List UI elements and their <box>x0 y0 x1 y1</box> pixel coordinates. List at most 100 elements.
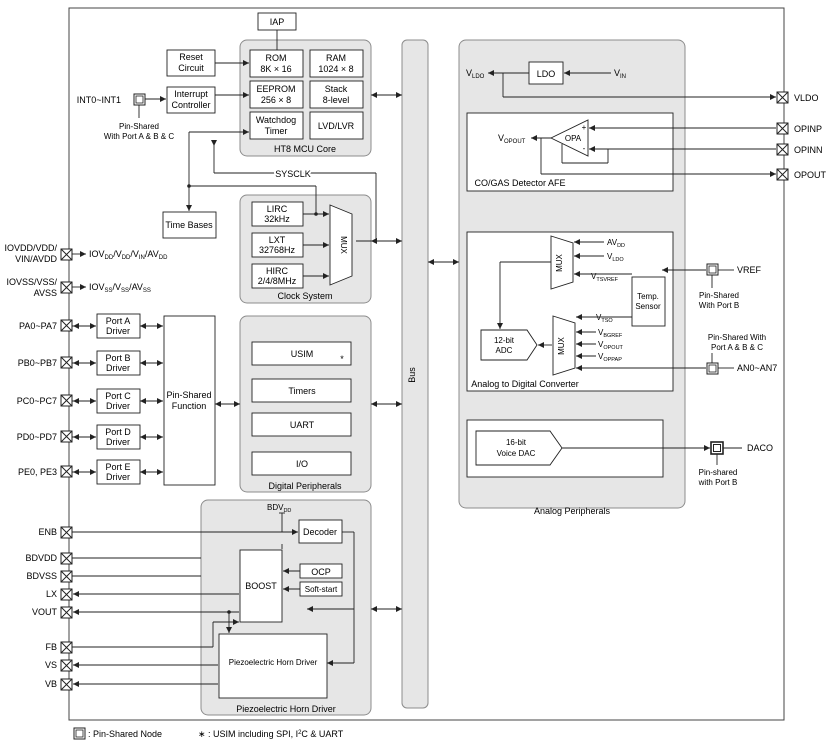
bus-label: Bus <box>407 367 417 383</box>
vin-label: VIN <box>614 68 626 80</box>
bdvdd-pin <box>60 552 73 565</box>
uart-box <box>251 412 352 437</box>
boost-label: BOOST <box>245 581 277 591</box>
bus-connections <box>371 92 459 612</box>
clock-mux <box>329 204 353 286</box>
port-d-driver-label-2: Driver <box>106 437 130 447</box>
vdd-pin-label: IOVDD/VDD/ <box>4 243 57 253</box>
vb-pin <box>60 678 73 691</box>
port-e-driver-label-2: Driver <box>106 472 130 482</box>
temp-sensor-label: Temp. <box>637 292 659 301</box>
int-shared-label-2: With Port A & B & C <box>104 132 174 141</box>
adc-section-title: Analog to Digital Converter <box>471 379 579 389</box>
port-b-driver-label: Port B <box>105 353 130 363</box>
port-d-row: PD0~PD7 Port D Driver <box>17 424 163 450</box>
daco-pin-label: DACO <box>747 443 773 453</box>
piezo-pins: ENB BDVDD BDVSS LX VOUT FB VS VB <box>25 526 73 691</box>
temp-sensor-box <box>631 276 666 327</box>
vldo-label: VLDO <box>466 68 485 80</box>
port-a-driver-label-2: Driver <box>106 326 130 336</box>
interrupt-box <box>166 86 216 114</box>
vldo2-label: VLDO <box>607 252 624 263</box>
opinn-pin-label: OPINN <box>794 145 823 155</box>
port-e-pin <box>60 465 73 478</box>
io-box <box>251 451 352 476</box>
port-a-pin-label: PA0~PA7 <box>19 321 57 331</box>
vbgref-label: VBGREF <box>598 328 623 339</box>
uart-label: UART <box>290 420 315 430</box>
vout-pin-label: VOUT <box>32 607 58 617</box>
vdd-pin-label-2: VIN/AVDD <box>15 254 57 264</box>
sysclk-label: SYSCLK <box>275 169 311 179</box>
opa-minus: - <box>583 144 586 153</box>
ram-label: RAM <box>326 53 346 63</box>
opinn-pin <box>776 143 789 156</box>
int-pin-node <box>133 93 146 106</box>
lirc-freq: 32kHz <box>264 214 290 224</box>
voppap-label: VOPPAP <box>598 352 622 363</box>
hirc-label: HIRC <box>266 266 288 276</box>
rom-label: ROM <box>266 53 287 63</box>
port-b-driver <box>96 350 141 376</box>
adc-label-2: ADC <box>496 346 513 355</box>
vref-shared-label: Pin-Shared <box>699 291 739 300</box>
port-e-driver <box>96 459 141 485</box>
lx-pin-label: LX <box>46 589 57 599</box>
lxt-box <box>251 232 304 258</box>
decoder-label: Decoder <box>303 527 337 537</box>
daco-shared-label-2: with Port B <box>698 478 738 487</box>
digital-peripherals-title: Digital Peripherals <box>268 481 342 491</box>
lirc-label: LIRC <box>267 204 288 214</box>
port-e-row: PE0, PE3 Port E Driver <box>18 459 163 485</box>
piezo-title: Piezoelectric Horn Driver <box>236 704 336 714</box>
ram-size: 1024 × 8 <box>318 64 353 74</box>
ldo-label: LDO <box>537 69 556 79</box>
an-shared-label: Pin-Shared With <box>708 333 766 342</box>
avdd-label: AVDD <box>607 238 625 249</box>
legend-usim-note: ∗ : USIM including SPI, I2C & UART <box>198 729 344 739</box>
vss-pin-label-2: AVSS <box>34 288 57 298</box>
watchdog-label: Watchdog <box>256 115 296 125</box>
lxt-freq: 32768Hz <box>259 245 296 255</box>
bdvdd-internal-label: BDVDD <box>267 503 291 514</box>
vtso-label: VTSO <box>596 313 613 324</box>
stack-box <box>309 80 364 109</box>
dac-block <box>475 430 563 466</box>
an-pin <box>706 362 719 375</box>
eeprom-box <box>249 80 304 109</box>
usim-label: USIM <box>291 349 314 359</box>
time-bases-box <box>162 211 217 239</box>
reset-box <box>166 49 216 77</box>
port-c-pin <box>60 394 73 407</box>
an-pin-label: AN0~AN7 <box>737 363 777 373</box>
soft-start-label: Soft-start <box>305 585 338 594</box>
usim-box <box>251 341 352 366</box>
port-e-driver-label: Port E <box>105 462 130 472</box>
daco-pin <box>710 441 724 455</box>
port-a-driver <box>96 313 141 339</box>
fb-pin <box>60 641 73 654</box>
pin-shared-function-label-2: Function <box>172 401 207 411</box>
vref-pin-label: VREF <box>737 265 762 275</box>
port-a-row: PA0~PA7 Port A Driver <box>19 313 163 339</box>
watchdog-label-2: Timer <box>265 126 288 136</box>
temp-sensor-label-2: Sensor <box>635 302 661 311</box>
opa-plus: + <box>582 123 587 132</box>
interrupt-label-2: Controller <box>171 100 210 110</box>
io-label: I/O <box>296 459 308 469</box>
vref-pin <box>706 263 719 276</box>
port-b-row: PB0~PB7 Port B Driver <box>18 350 163 376</box>
port-e-pin-label: PE0, PE3 <box>18 467 57 477</box>
dac-label: 16-bit <box>506 438 527 447</box>
eeprom-size: 256 × 8 <box>261 95 291 105</box>
port-c-row: PC0~PC7 Port C Driver <box>17 388 163 414</box>
horn-driver-label: Piezoelectric Horn Driver <box>229 658 318 667</box>
enb-pin-label: ENB <box>38 527 57 537</box>
enb-pin <box>60 526 73 539</box>
bdvdd-pin-label: BDVDD <box>25 553 57 563</box>
port-rows: PA0~PA7 Port A Driver PB0~PB7 Port B Dri… <box>17 313 163 485</box>
adc-block <box>480 329 538 361</box>
port-c-driver-label-2: Driver <box>106 401 130 411</box>
adc-mux-top-label: MUX <box>555 253 564 271</box>
